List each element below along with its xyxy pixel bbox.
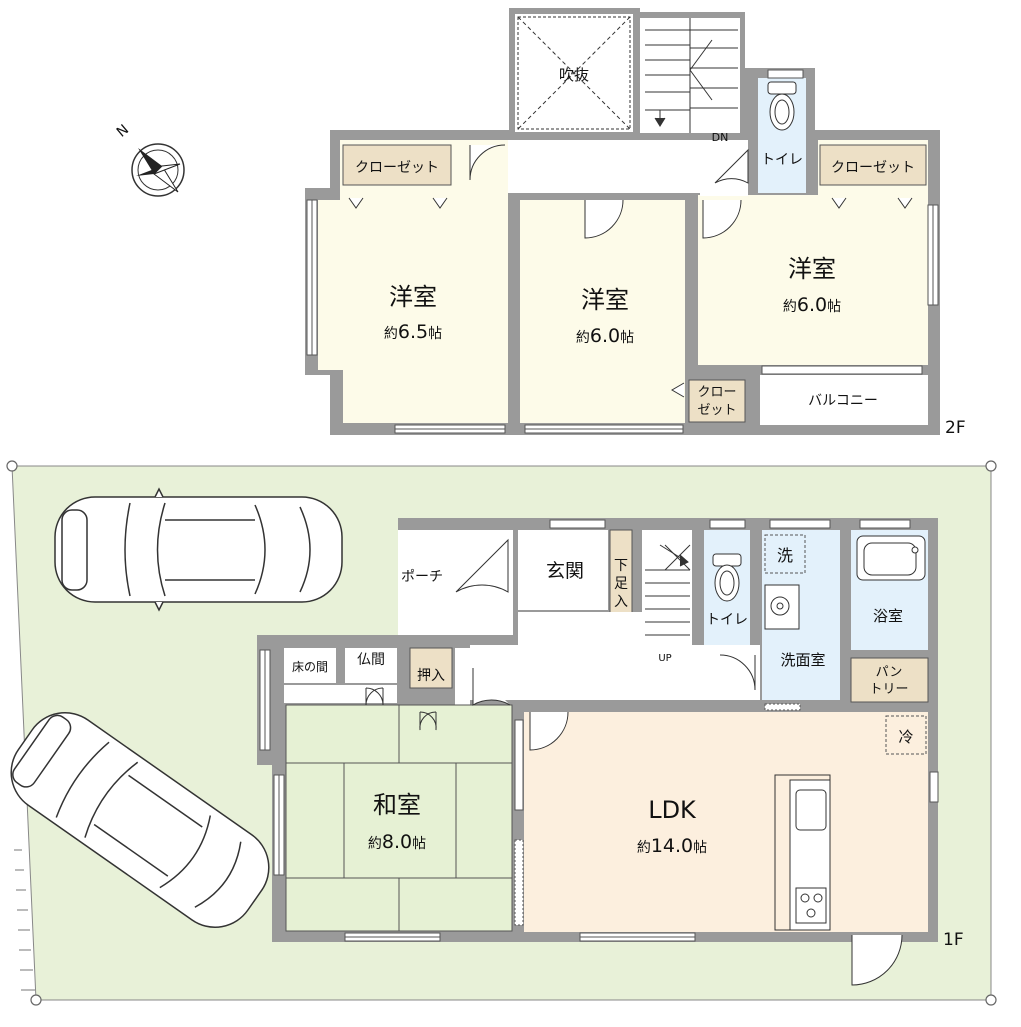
fridge: [885, 715, 927, 755]
washer: [764, 534, 806, 574]
doors-1f: [365, 538, 903, 986]
floor-1f: [257, 518, 939, 986]
stairs-1f: [645, 544, 691, 636]
washitsu-size: 約8.0帖: [368, 831, 426, 853]
closet-2f-left: [342, 144, 452, 186]
hall-1f: [470, 645, 760, 700]
labels-1f: ポーチ 玄関 下 足 入 トイレ 洗 洗面室 浴室 パン トリー 冷 UP 床の…: [292, 546, 964, 950]
stairs-up-label: UP: [658, 653, 671, 664]
butsuma-label: 仏間: [357, 652, 385, 668]
porch-label: ポーチ: [401, 569, 443, 585]
toilet-fixture-1f: [712, 553, 742, 602]
oshiire: [409, 647, 453, 689]
floor-2f-label: 2F: [945, 418, 966, 438]
car-top: [54, 487, 343, 612]
void-mark: [517, 16, 631, 130]
compass-north: N: [114, 122, 132, 141]
balcony-2f: [758, 375, 928, 425]
room-1f-entrance: [518, 530, 608, 610]
room-2f-bedroom-left: [318, 200, 508, 370]
bedroom-left-size: 約6.5帖: [384, 321, 442, 343]
pantry-label-1: パン: [876, 665, 903, 680]
bathtub: [856, 535, 926, 581]
tokonoma-label: 床の間: [292, 660, 328, 674]
washer-label: 洗: [777, 546, 793, 565]
room-2f-bedroom-right: [698, 195, 928, 365]
room-1f-ldk: [524, 712, 928, 932]
washitsu-name: 和室: [373, 791, 421, 819]
car-bottom: [10, 712, 270, 928]
room-1f-washitsu: [285, 704, 513, 932]
closet-2f-right-label: クローゼット: [831, 160, 915, 176]
toilet-2f-label: トイレ: [761, 152, 803, 168]
pantry-label-2: トリー: [869, 682, 908, 697]
closet-2f-small: [688, 379, 746, 423]
shoe-storage-label-1: 下: [614, 558, 628, 574]
windows-1f: [259, 519, 939, 942]
floor-1f-label: 1F: [943, 930, 964, 950]
closet-2f-left-label: クローゼット: [355, 160, 439, 176]
bedroom-right-name: 洋室: [788, 255, 836, 283]
slope-hatch: [14, 849, 35, 991]
toilet-1f-label: トイレ: [706, 612, 748, 628]
closet-small-label-1: クロー: [697, 385, 736, 400]
fridge-label: 冷: [898, 728, 913, 746]
floor-2f: [305, 8, 940, 435]
closet-small-label-2: ゼット: [697, 403, 736, 418]
ldk-name: LDK: [648, 796, 697, 824]
bedroom-center-name: 洋室: [581, 286, 629, 314]
shoe-storage-label-2: 足: [614, 576, 628, 592]
butsuma: [345, 648, 397, 683]
stairs-dn-label: DN: [712, 131, 729, 144]
bedroom-left-name: 洋室: [389, 283, 437, 311]
kitchen-counter: [774, 774, 831, 931]
bedroom-center-size: 約6.0帖: [576, 325, 634, 347]
pantry: [850, 657, 929, 703]
bedroom-right-size: 約6.0帖: [783, 294, 841, 316]
toilet-fixture-2f: [767, 81, 797, 131]
labels-2f: クローゼット クローゼット 吹抜 トイレ DN 洋室 約6.5帖 洋室 約6.0…: [355, 66, 966, 438]
room-2f-bedroom-center: [520, 200, 685, 423]
shoe-storage-label-3: 入: [614, 594, 628, 610]
void-label: 吹抜: [559, 66, 589, 84]
balcony-label: バルコニー: [808, 393, 878, 409]
washroom-label: 洗面室: [780, 651, 825, 669]
stairs-2f: [645, 18, 738, 133]
tokonoma: [284, 648, 336, 683]
doors-2f: [469, 144, 749, 239]
oshiire-label: 押入: [417, 668, 445, 684]
closet-2f-right: [819, 144, 927, 186]
wash-basin: [764, 584, 800, 630]
bath-label: 浴室: [873, 607, 903, 625]
ldk-size: 約14.0帖: [637, 835, 707, 857]
compass-icon: N: [114, 122, 185, 197]
entrance-label: 玄関: [546, 560, 584, 582]
windows-2f: [306, 69, 939, 434]
